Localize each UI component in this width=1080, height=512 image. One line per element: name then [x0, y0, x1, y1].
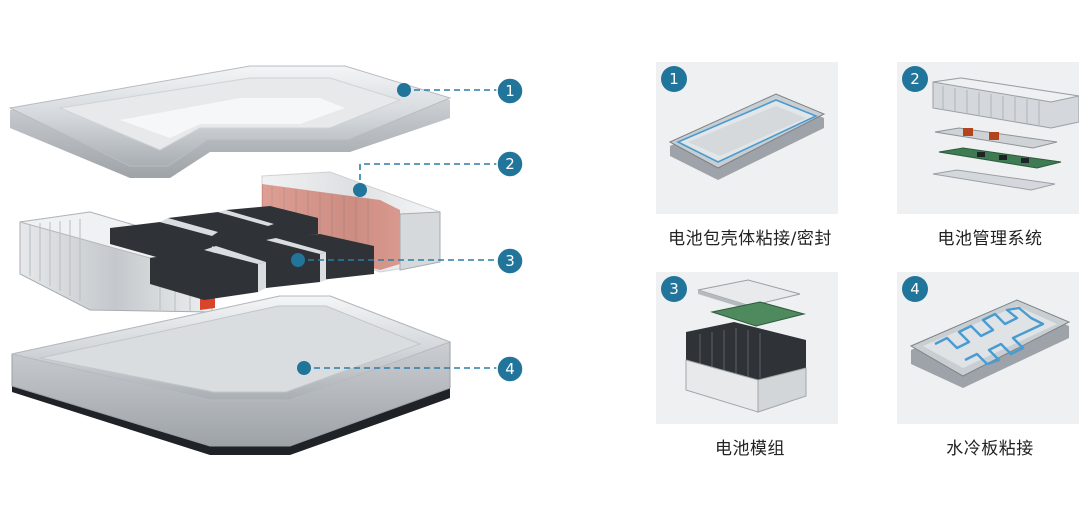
card-cooling-plate-image: 4: [897, 272, 1079, 424]
water-cooling-plate-icon: [909, 299, 1071, 388]
card-badge-3: 3: [661, 276, 687, 302]
callout-number-3: 3: [505, 252, 515, 270]
card-caption-3: 电池模组: [715, 439, 785, 459]
card-bms-image: 2: [897, 62, 1079, 214]
card-badge-2: 2: [902, 66, 928, 92]
battery-module-icon: [685, 279, 807, 413]
card-caption-2: 电池管理系统: [937, 229, 1043, 249]
callout-number-1: 1: [505, 82, 515, 100]
card-battery-housing-image: 1: [656, 62, 838, 214]
callout-badge-3: [496, 247, 524, 275]
battery-management-system-icon: [932, 77, 1079, 191]
card-caption-4: 水冷板粘接: [946, 439, 1034, 459]
callout-lines: [298, 89, 498, 369]
callout-dot-1: [397, 83, 411, 97]
card-caption-1: 电池包壳体粘接/密封: [668, 229, 832, 249]
callout-number-2: 2: [505, 155, 515, 173]
callout-number-4: 4: [505, 360, 515, 378]
callout-badge-2: [496, 150, 524, 178]
cell-blocks: [110, 206, 374, 300]
callout-dot-3: [291, 253, 305, 267]
card-badge-1: 1: [661, 66, 687, 92]
exploded-battery-pack-diagram: 1 2 3 4: [8, 65, 524, 455]
callout-dot-2: [353, 183, 367, 197]
callout-dot-4: [297, 361, 311, 375]
lower-tray: [11, 295, 452, 455]
battery-housing-icon: [668, 93, 826, 180]
top-cover: [8, 65, 452, 178]
callout-badge-4: [496, 355, 524, 383]
card-badge-4: 4: [902, 276, 928, 302]
callout-badge-1: [496, 77, 524, 105]
battery-module-assembly: [19, 171, 441, 313]
card-battery-module-image: 3: [656, 272, 838, 424]
